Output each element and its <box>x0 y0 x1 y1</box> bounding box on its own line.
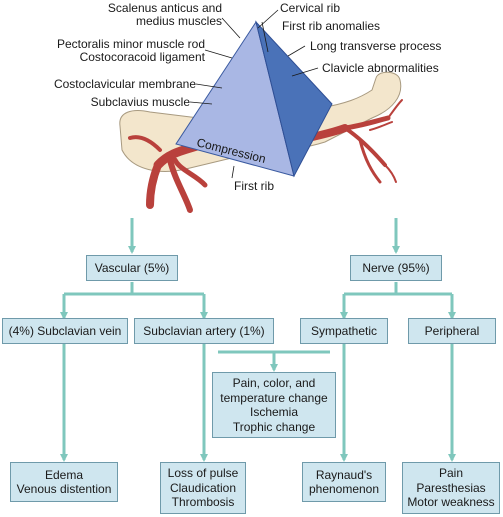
label-pectoralis-line1: Pectoralis minor muscle rod <box>56 37 205 51</box>
artery-outcome-line-3: Thrombosis <box>171 495 235 510</box>
subclavian-artery-label: Subclavian artery (1%) <box>143 323 265 338</box>
label-cervical-rib: Cervical rib <box>280 1 341 15</box>
nerve-box: Nerve (95%) <box>350 255 442 281</box>
label-scalenus-line1: Scalenus anticus and <box>107 1 222 15</box>
vein-outcome-box: Edema Venous distention <box>10 462 118 502</box>
label-pectoralis-line2: Costocoracoid ligament <box>79 50 205 64</box>
sympathetic-outcome-line-1: Raynaud's <box>315 467 373 482</box>
subclavian-vein-box: (4%) Subclavian vein <box>2 318 128 344</box>
peripheral-outcome-line-1: Pain <box>438 466 464 481</box>
label-subclavius: Subclavius muscle <box>90 95 190 109</box>
peripheral-outcome-line-2: Paresthesias <box>416 480 486 495</box>
label-pectoralis: Pectoralis minor muscle rod Costocoracoi… <box>40 38 205 64</box>
label-first-rib-anomalies: First rib anomalies <box>282 19 381 33</box>
vascular-label: Vascular (5%) <box>94 260 170 275</box>
vein-outcome-line-1: Edema <box>44 467 84 482</box>
peripheral-outcome-box: Pain Paresthesias Motor weakness <box>402 462 500 514</box>
subclavian-artery-box: Subclavian artery (1%) <box>134 318 274 344</box>
shared-line-3: Ischemia <box>249 405 299 419</box>
artery-outcome-line-1: Loss of pulse <box>167 466 239 481</box>
sympathetic-outcome-line-2: phenomenon <box>308 482 380 496</box>
anatomy-illustration: Compression <box>119 9 403 213</box>
sympathetic-label: Sympathetic <box>310 323 378 338</box>
leader-lines <box>189 9 319 179</box>
label-clavicle: Clavicle abnormalities <box>322 61 439 75</box>
pyramid-right-face <box>255 20 333 178</box>
label-scalenus-line2: medius muscles <box>135 14 222 28</box>
shared-line-2: temperature change <box>220 390 328 405</box>
label-scalenus: Scalenus anticus and medius muscles <box>102 2 222 28</box>
artery-outcome-box: Loss of pulse Claudication Thrombosis <box>160 462 246 514</box>
peripheral-outcome-line-3: Motor weakness <box>407 495 495 510</box>
label-first-rib: First rib <box>234 179 274 193</box>
label-long-transverse: Long transverse process <box>310 39 442 53</box>
shared-line-4: Trophic change <box>232 419 316 434</box>
subclavian-vein-label: (4%) Subclavian vein <box>8 323 122 338</box>
nerve-label: Nerve (95%) <box>362 260 430 275</box>
sympathetic-box: Sympathetic <box>300 318 388 344</box>
peripheral-box: Peripheral <box>408 318 496 344</box>
vein-outcome-line-2: Venous distention <box>16 482 112 496</box>
vascular-box: Vascular (5%) <box>86 255 178 281</box>
shared-symptoms-box: Pain, color, and temperature change Isch… <box>212 372 336 438</box>
peripheral-label: Peripheral <box>424 323 480 338</box>
shared-line-1: Pain, color, and <box>232 376 316 390</box>
artery-outcome-line-2: Claudication <box>169 480 237 495</box>
label-costoclavicular: Costoclavicular membrane <box>53 77 196 91</box>
sympathetic-outcome-box: Raynaud's phenomenon <box>302 462 386 502</box>
